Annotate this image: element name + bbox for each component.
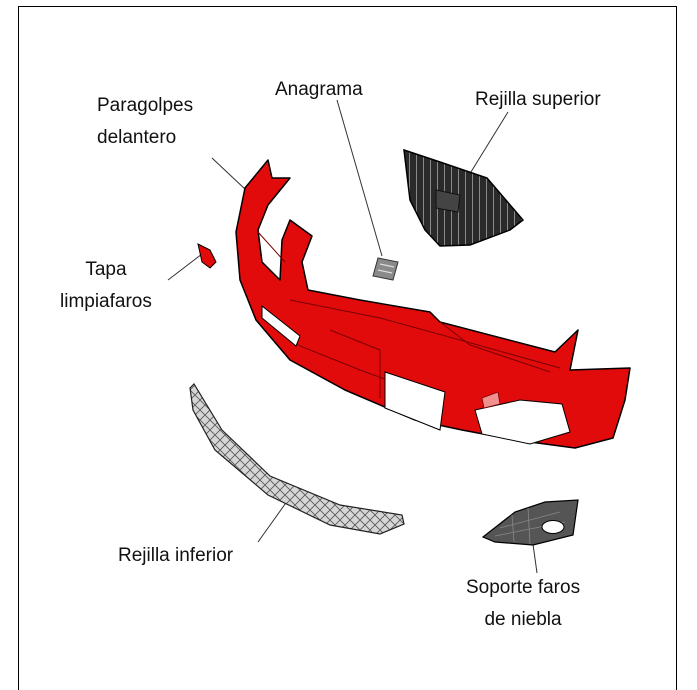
leader-tapa (168, 254, 202, 280)
leader-paragolpes (212, 158, 246, 190)
label-tapa-line1: Tapa (60, 254, 152, 286)
label-anagrama: Anagrama (275, 74, 363, 106)
label-soporte-faros: Soporte faros de niebla (466, 572, 580, 636)
anagrama-part (373, 258, 398, 280)
rejilla-superior-part (404, 150, 523, 246)
label-tapa-limpiafaros: Tapa limpiafaros (60, 254, 152, 318)
anagrama-shape (373, 258, 398, 280)
label-rejilla-inferior: Rejilla inferior (118, 540, 233, 572)
leader-rejilla-inferior (258, 500, 288, 542)
rejilla-superior-shape (404, 150, 523, 246)
label-tapa-line2: limpiafaros (60, 286, 152, 318)
label-paragolpes-line2: delantero (97, 122, 193, 154)
leader-anagrama (337, 100, 382, 256)
label-paragolpes: Paragolpes delantero (97, 90, 193, 154)
label-soporte-line2: de niebla (466, 604, 580, 636)
fog-light-hole (542, 521, 564, 534)
leader-rejilla-superior (466, 112, 508, 180)
rejilla-inferior-part (190, 384, 404, 534)
tapa-limpiafaros-part (198, 244, 216, 268)
label-soporte-line1: Soporte faros (466, 572, 580, 604)
label-paragolpes-line1: Paragolpes (97, 90, 193, 122)
soporte-faros-niebla-part (483, 500, 578, 545)
label-rejilla-superior: Rejilla superior (475, 84, 601, 116)
